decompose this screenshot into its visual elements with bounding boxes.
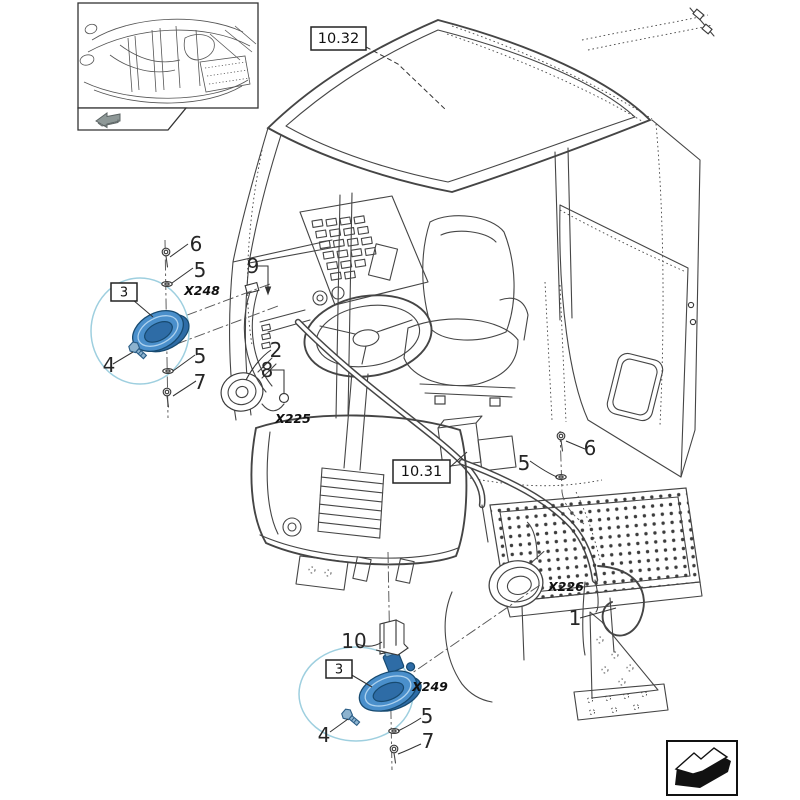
ref-middle-leader xyxy=(448,451,468,469)
work-light-part-bottom xyxy=(358,645,422,712)
item-box-3-bottom-label: 3 xyxy=(335,663,343,678)
callout-2: 2 xyxy=(270,338,283,362)
callout-5-bottom: 5 xyxy=(421,704,434,728)
callout-8: 8 xyxy=(261,358,274,382)
callout-7-left: 7 xyxy=(194,370,207,394)
ref-top-leader xyxy=(365,46,447,111)
screw-item6-left xyxy=(161,247,171,268)
screw-item6-right xyxy=(556,431,566,452)
hood-louvers xyxy=(317,467,385,539)
highlight-circle-left xyxy=(90,277,190,385)
roof-harness xyxy=(581,7,715,478)
connector-label-x226: X226 xyxy=(547,579,584,594)
ref-box-10-31[interactable]: 10.31 xyxy=(392,459,451,484)
washer-item5-left-bottom xyxy=(162,368,174,374)
bolt-item4-bottom xyxy=(341,708,361,727)
page-turn-arrow-icon xyxy=(674,747,731,788)
ref-box-10-32[interactable]: 10.32 xyxy=(310,26,367,51)
callout-4-bottom: 4 xyxy=(318,723,331,747)
callout-7-bottom: 7 xyxy=(422,729,435,753)
washer-item5-right xyxy=(555,474,567,480)
callout-4-left: 4 xyxy=(103,353,116,377)
page-nav-box[interactable] xyxy=(666,740,738,796)
callout-6-right: 6 xyxy=(584,436,597,460)
front-work-light xyxy=(488,521,545,608)
callout-numbers: 6 5 9 4 5 7 2 8 6 5 1 10 4 5 7 xyxy=(103,232,597,753)
callout-5-left-top: 5 xyxy=(194,258,207,282)
callout-9: 9 xyxy=(247,254,260,278)
horn-speaker xyxy=(220,281,290,412)
clip-x225 xyxy=(278,392,290,404)
bolt-item4-left xyxy=(128,341,148,360)
item-box-3-bottom: 3 xyxy=(325,659,353,679)
right-side-panel xyxy=(469,147,689,487)
washer-item5-bottom xyxy=(388,728,400,734)
front-hood xyxy=(250,414,493,703)
washer-item5-left-top xyxy=(161,281,173,287)
connector-labels: X248 X225 X226 X249 xyxy=(183,283,584,694)
callout-5-left-bottom: 5 xyxy=(194,344,207,368)
thumbnail-machine-art xyxy=(79,18,257,104)
item-box-3-left: 3 xyxy=(110,282,138,302)
support-bracket xyxy=(573,579,669,721)
cab-left-pillar xyxy=(229,127,342,421)
work-light-part-left xyxy=(132,310,190,353)
operator-seat xyxy=(403,215,567,472)
overview-arrow-icon xyxy=(95,112,121,129)
callout-6-left: 6 xyxy=(190,232,203,256)
connector-label-x249: X249 xyxy=(411,679,448,694)
screw-item7-left xyxy=(162,387,172,408)
cab-roof xyxy=(266,18,653,193)
ref-box-10-32-label: 10.32 xyxy=(318,31,360,47)
callout-10: 10 xyxy=(341,629,366,653)
screw-item7-bottom xyxy=(389,744,399,764)
overview-thumbnail[interactable] xyxy=(77,2,259,131)
leader-lines xyxy=(112,243,617,755)
callout-1: 1 xyxy=(569,606,582,630)
item-box-3-left-label: 3 xyxy=(120,286,128,301)
steering-wheel xyxy=(303,192,433,471)
ref-box-10-31-label: 10.31 xyxy=(401,464,443,480)
connector-label-x225: X225 xyxy=(274,411,311,426)
thumbnail-nav-tab[interactable] xyxy=(77,107,188,131)
callout-5-right: 5 xyxy=(518,451,531,475)
cable-loop xyxy=(574,489,645,656)
bracket-item10 xyxy=(375,619,409,656)
connector-label-x248: X248 xyxy=(183,283,220,298)
machine-line-art xyxy=(220,7,715,721)
control-console xyxy=(259,195,429,350)
